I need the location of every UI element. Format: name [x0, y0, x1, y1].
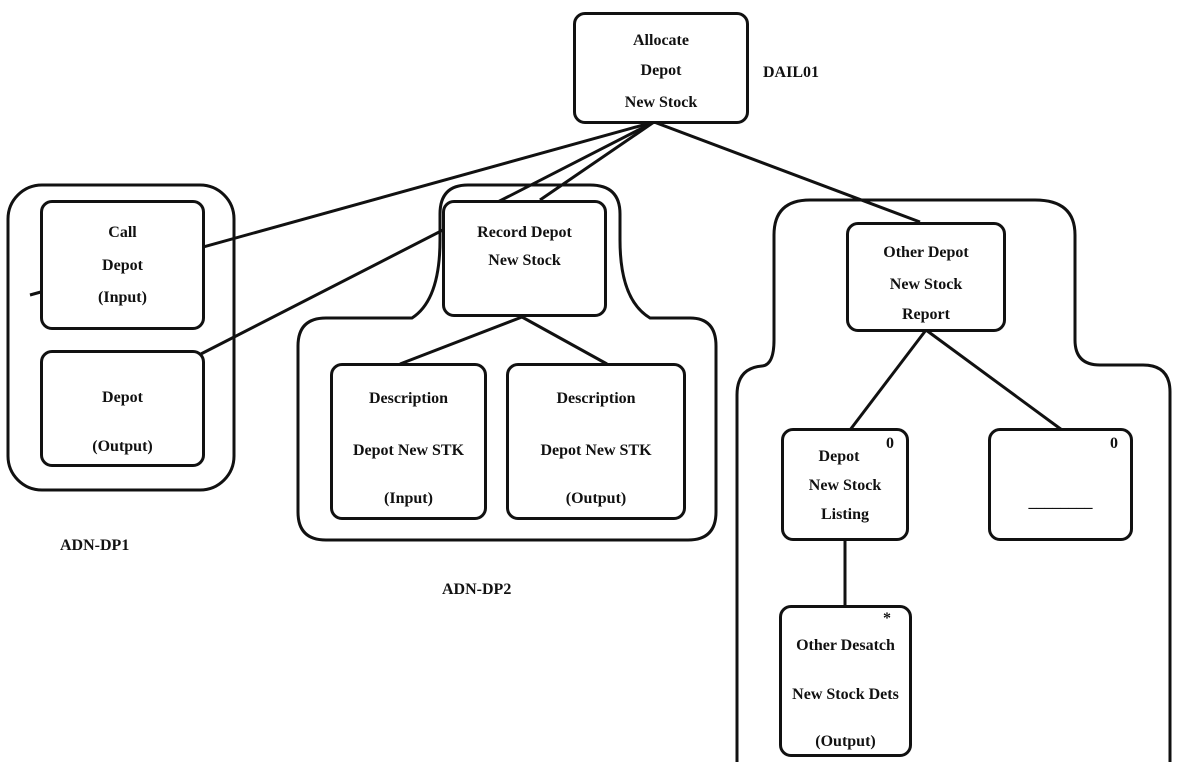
- selection-marker: 0: [1110, 435, 1118, 452]
- depot-output-box: Depot (Output): [40, 350, 205, 467]
- box-text: Allocate: [633, 32, 689, 49]
- box-text: Depot New STK: [352, 442, 465, 459]
- box-text: Description: [368, 390, 449, 407]
- other-desatch-new-stock-dets-box: Other Desatch New Stock Dets (Output) *: [779, 605, 912, 757]
- record-depot-new-stock-box: Record Depot New Stock: [442, 200, 607, 317]
- module-code-label: DAIL01: [763, 64, 820, 81]
- box-text: (Output): [565, 490, 627, 507]
- allocate-depot-new-stock-box: Allocate Depot New Stock: [573, 12, 749, 124]
- box-text: Depot: [102, 389, 143, 406]
- box-text: New Stock: [488, 252, 561, 269]
- description-depot-new-stk-input-box: Description Depot New STK (Input): [330, 363, 487, 520]
- box-text: Call: [108, 224, 137, 241]
- group-outline-adn-dp2: [296, 183, 718, 542]
- box-text: Report: [902, 306, 950, 323]
- other-depot-new-stock-report-box: Other Depot New Stock Report: [846, 222, 1006, 332]
- box-text: ________: [1028, 494, 1093, 511]
- box-text: (Output): [815, 733, 876, 750]
- group-label-adn-dp1: ADN-DP1: [60, 537, 130, 554]
- box-text: Depot: [818, 448, 860, 465]
- box-text: New Stock: [624, 94, 698, 111]
- box-text: Description: [556, 390, 636, 407]
- depot-new-stock-listing-box: Depot New Stock Listing 0: [781, 428, 909, 541]
- box-text: Depot New STK: [540, 442, 652, 459]
- box-text: Listing: [820, 506, 869, 523]
- box-text: (Output): [92, 438, 153, 455]
- box-text: Depot: [640, 62, 682, 79]
- box-text: Record Depot: [477, 224, 572, 241]
- box-text: New Stock: [808, 477, 882, 494]
- call-depot-input-box: Call Depot (Input): [40, 200, 205, 330]
- box-text: (Input): [384, 490, 433, 507]
- box-text: (Input): [98, 289, 147, 306]
- box-text: Depot: [102, 257, 143, 274]
- iteration-marker: *: [883, 610, 891, 627]
- blank-option-box: ________ 0: [988, 428, 1133, 541]
- selection-marker: 0: [886, 435, 894, 452]
- description-depot-new-stk-output-box: Description Depot New STK (Output): [506, 363, 686, 520]
- group-label-adn-dp2: ADN-DP2: [442, 581, 512, 598]
- box-text: New Stock Dets: [792, 686, 899, 703]
- box-text: New Stock: [889, 276, 963, 293]
- group-outline-report: [735, 198, 1172, 762]
- box-text: Other Desatch: [796, 637, 895, 654]
- box-text: Other Depot: [883, 244, 969, 261]
